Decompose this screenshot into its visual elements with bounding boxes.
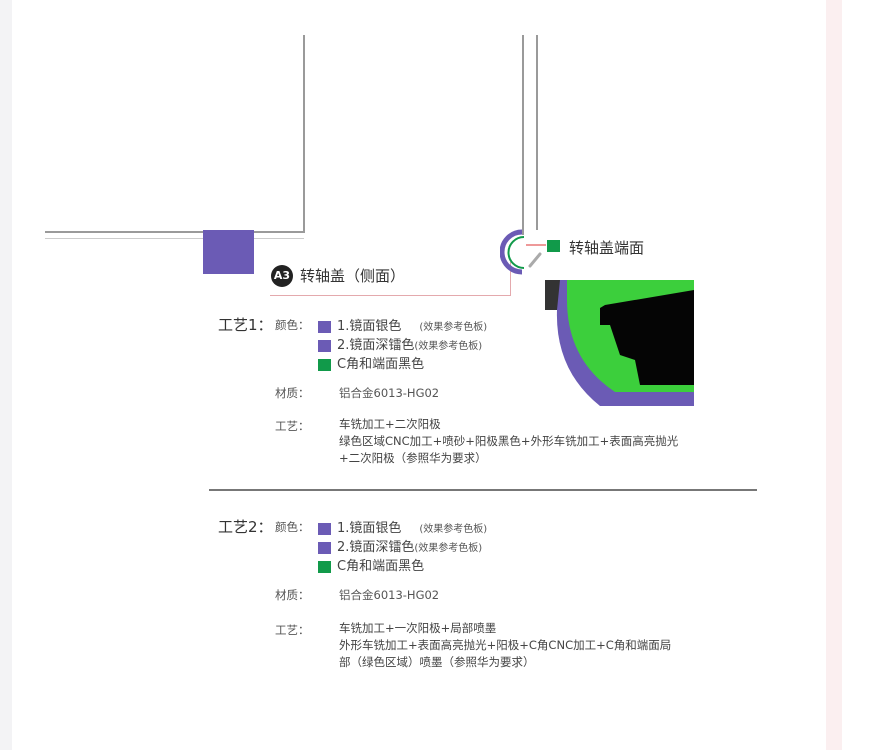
drawing-line [45, 238, 304, 239]
section-divider [209, 489, 757, 491]
callout-badge: A3 [271, 265, 293, 287]
color-item: C角和端面黑色 [318, 353, 424, 372]
color-item: 1.镜面银色(效果参考色板) [318, 517, 487, 536]
page-margin-right [826, 0, 842, 750]
process-steps: 车铣加工+二次阳极 绿色区域CNC加工+喷砂+阳极黑色+外形车铣加工+表面高亮抛… [339, 417, 679, 465]
color-label: 颜色： [275, 520, 310, 534]
callout-line [510, 262, 511, 295]
color-item: 2.镜面深镭色(效果参考色板) [318, 334, 482, 353]
process-1-title: 工艺1： [218, 316, 273, 334]
purple-block [203, 230, 254, 274]
purple-swatch [318, 522, 331, 535]
shaft-cover-section-icon [500, 229, 546, 275]
material-label: 材质： [275, 588, 310, 602]
color-item: C角和端面黑色 [318, 555, 424, 574]
process-label: 工艺： [275, 419, 310, 433]
drawing-line [45, 231, 304, 233]
process-steps: 车铣加工+一次阳极+局部喷墨 外形车铣加工+表面高亮抛光+阳极+C角CNC加工+… [339, 621, 672, 669]
shaft-cover-render-image [545, 280, 694, 406]
material-value: 铝合金6013-HG02 [339, 386, 440, 400]
purple-swatch [318, 339, 331, 352]
end-face-label: 转轴盖端面 [569, 239, 645, 257]
drawing-line [536, 35, 538, 230]
color-label: 颜色： [275, 318, 310, 332]
page-margin-left [0, 0, 12, 750]
drawing-line [303, 35, 305, 233]
callout-line [270, 295, 511, 296]
process-label: 工艺： [275, 623, 310, 637]
drawing-line [522, 35, 524, 235]
material-value: 铝合金6013-HG02 [339, 588, 440, 602]
color-item: 1.镜面银色(效果参考色板) [318, 315, 487, 334]
callout-title: 转轴盖（侧面） [300, 267, 406, 285]
purple-swatch [318, 541, 331, 554]
color-item: 2.镜面深镭色(效果参考色板) [318, 536, 482, 555]
green-swatch [547, 240, 560, 252]
green-swatch [318, 358, 331, 371]
material-label: 材质： [275, 386, 310, 400]
purple-swatch [318, 320, 331, 333]
process-2-title: 工艺2： [218, 518, 273, 536]
green-swatch [318, 560, 331, 573]
